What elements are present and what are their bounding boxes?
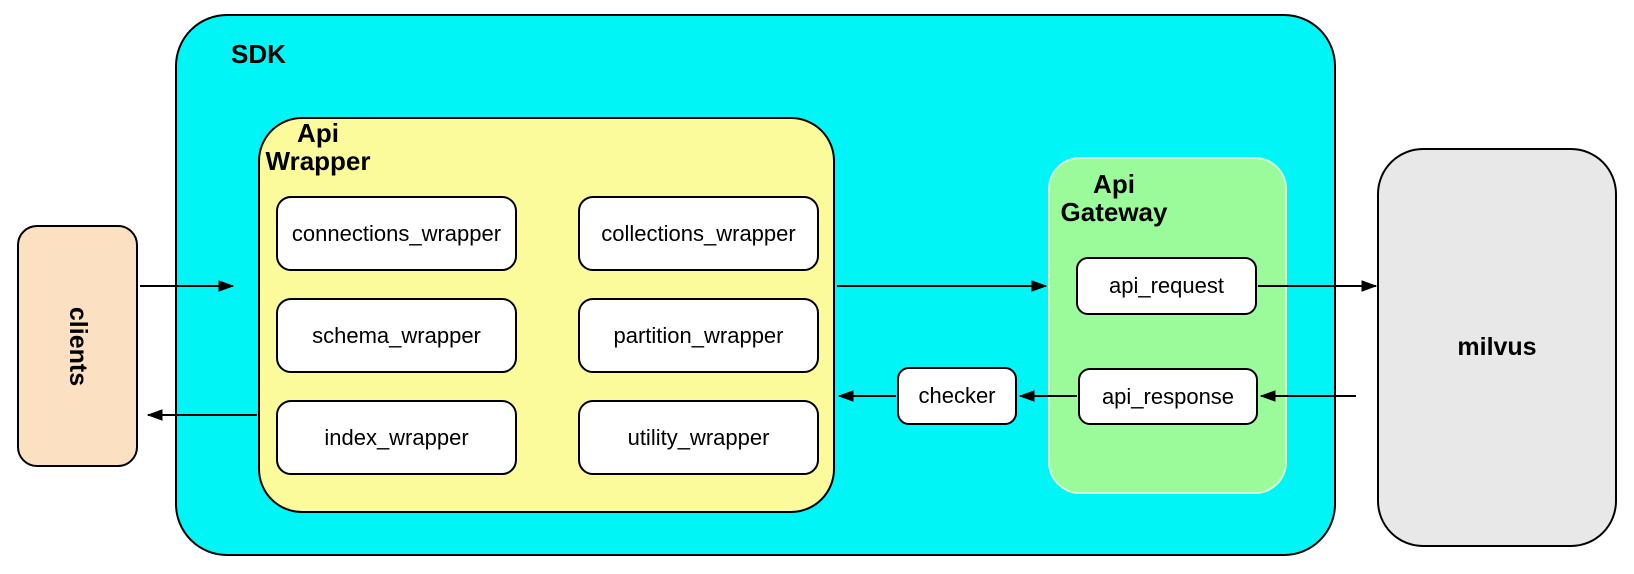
api-response-node: api_response xyxy=(1078,368,1258,425)
api-wrapper-label: Api Wrapper xyxy=(265,118,371,177)
wrapper-box-index: index_wrapper xyxy=(276,400,517,475)
clients-label: clients xyxy=(63,306,92,386)
wrapper-box-utility: utility_wrapper xyxy=(578,400,819,475)
api-gateway-label: Api Gateway xyxy=(1060,169,1168,228)
api-request-node: api_request xyxy=(1076,257,1257,315)
wrapper-box-collections: collections_wrapper xyxy=(578,196,819,271)
milvus-node: milvus xyxy=(1377,148,1617,547)
milvus-label: milvus xyxy=(1457,333,1537,361)
sdk-label: SDK xyxy=(231,39,286,69)
wrapper-box-schema: schema_wrapper xyxy=(276,298,517,373)
api-gateway-container xyxy=(1048,157,1287,494)
wrapper-box-partition: partition_wrapper xyxy=(578,298,819,373)
checker-node: checker xyxy=(897,367,1017,425)
clients-node: clients xyxy=(17,225,138,467)
wrapper-box-connections: connections_wrapper xyxy=(276,196,517,271)
